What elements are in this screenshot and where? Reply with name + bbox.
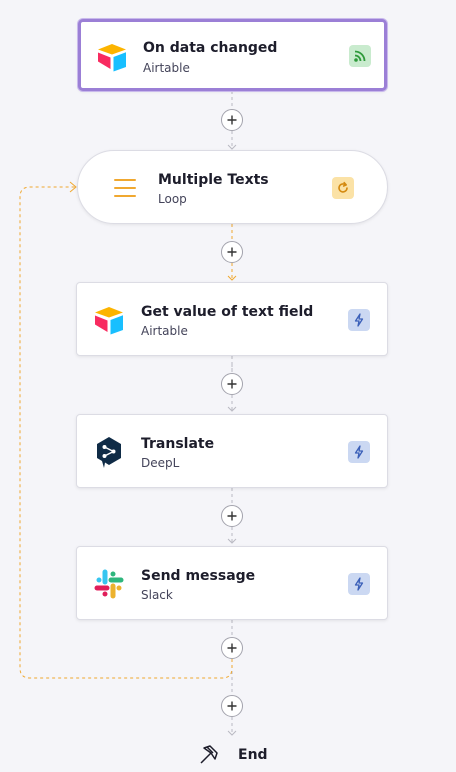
add-step-button[interactable]	[221, 241, 243, 263]
action-node-send-message[interactable]: Send message Slack	[76, 546, 388, 620]
node-title: On data changed	[143, 40, 278, 56]
node-title: Get value of text field	[141, 304, 314, 320]
add-step-button[interactable]	[221, 637, 243, 659]
plus-icon	[227, 701, 237, 711]
action-node-get-value-of-text-field[interactable]: Get value of text field Airtable	[76, 282, 388, 356]
loop-refresh-icon	[332, 177, 354, 199]
lightning-icon	[348, 309, 370, 331]
plus-icon	[227, 643, 237, 653]
node-title: Send message	[141, 568, 256, 584]
plus-icon	[227, 115, 237, 125]
node-subtitle: DeepL	[141, 456, 180, 470]
add-step-button[interactable]	[221, 109, 243, 131]
node-subtitle: Slack	[141, 588, 173, 602]
plus-icon	[227, 511, 237, 521]
plus-icon	[227, 379, 237, 389]
node-title: Multiple Texts	[158, 172, 269, 188]
node-title: Translate	[141, 436, 215, 452]
deepl-logo-icon	[92, 435, 126, 469]
lightning-icon	[348, 573, 370, 595]
end-label: End	[238, 747, 268, 763]
add-step-button[interactable]	[221, 373, 243, 395]
rss-feed-icon	[349, 45, 371, 67]
add-step-button[interactable]	[221, 695, 243, 717]
node-subtitle: Loop	[158, 192, 187, 206]
node-subtitle: Airtable	[141, 324, 188, 338]
plus-icon	[227, 247, 237, 257]
airtable-logo-icon	[95, 40, 129, 74]
node-subtitle: Airtable	[143, 61, 190, 75]
flag-icon	[198, 744, 220, 766]
action-node-translate[interactable]: Translate DeepL	[76, 414, 388, 488]
add-step-button[interactable]	[221, 505, 243, 527]
loop-node-multiple-texts[interactable]: Multiple Texts Loop	[77, 150, 388, 224]
slack-logo-icon	[92, 567, 126, 601]
lightning-icon	[348, 441, 370, 463]
trigger-node-on-data-changed[interactable]: On data changed Airtable	[78, 19, 387, 91]
menu-lines-icon	[108, 171, 142, 205]
airtable-logo-icon	[92, 303, 126, 337]
